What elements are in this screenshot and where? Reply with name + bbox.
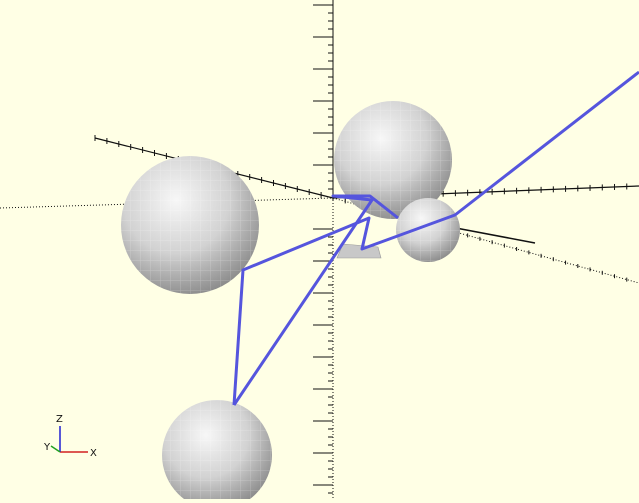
gizmo-y-label: Y: [43, 442, 51, 453]
path-polyline-2[interactable]: [232, 194, 399, 406]
sphere-small[interactable]: [396, 198, 460, 262]
gizmo-y-axis: [50, 445, 61, 453]
path-polyline[interactable]: [232, 70, 639, 406]
plate: [336, 243, 382, 259]
sphere-left[interactable]: [121, 156, 259, 294]
gizmo-x-label: X: [90, 448, 97, 459]
sphere-bottom[interactable]: [162, 400, 272, 503]
axis-gizmo: X Z Y: [43, 414, 97, 459]
gizmo-z-label: Z: [56, 414, 63, 425]
sphere-top-right[interactable]: [334, 101, 452, 219]
